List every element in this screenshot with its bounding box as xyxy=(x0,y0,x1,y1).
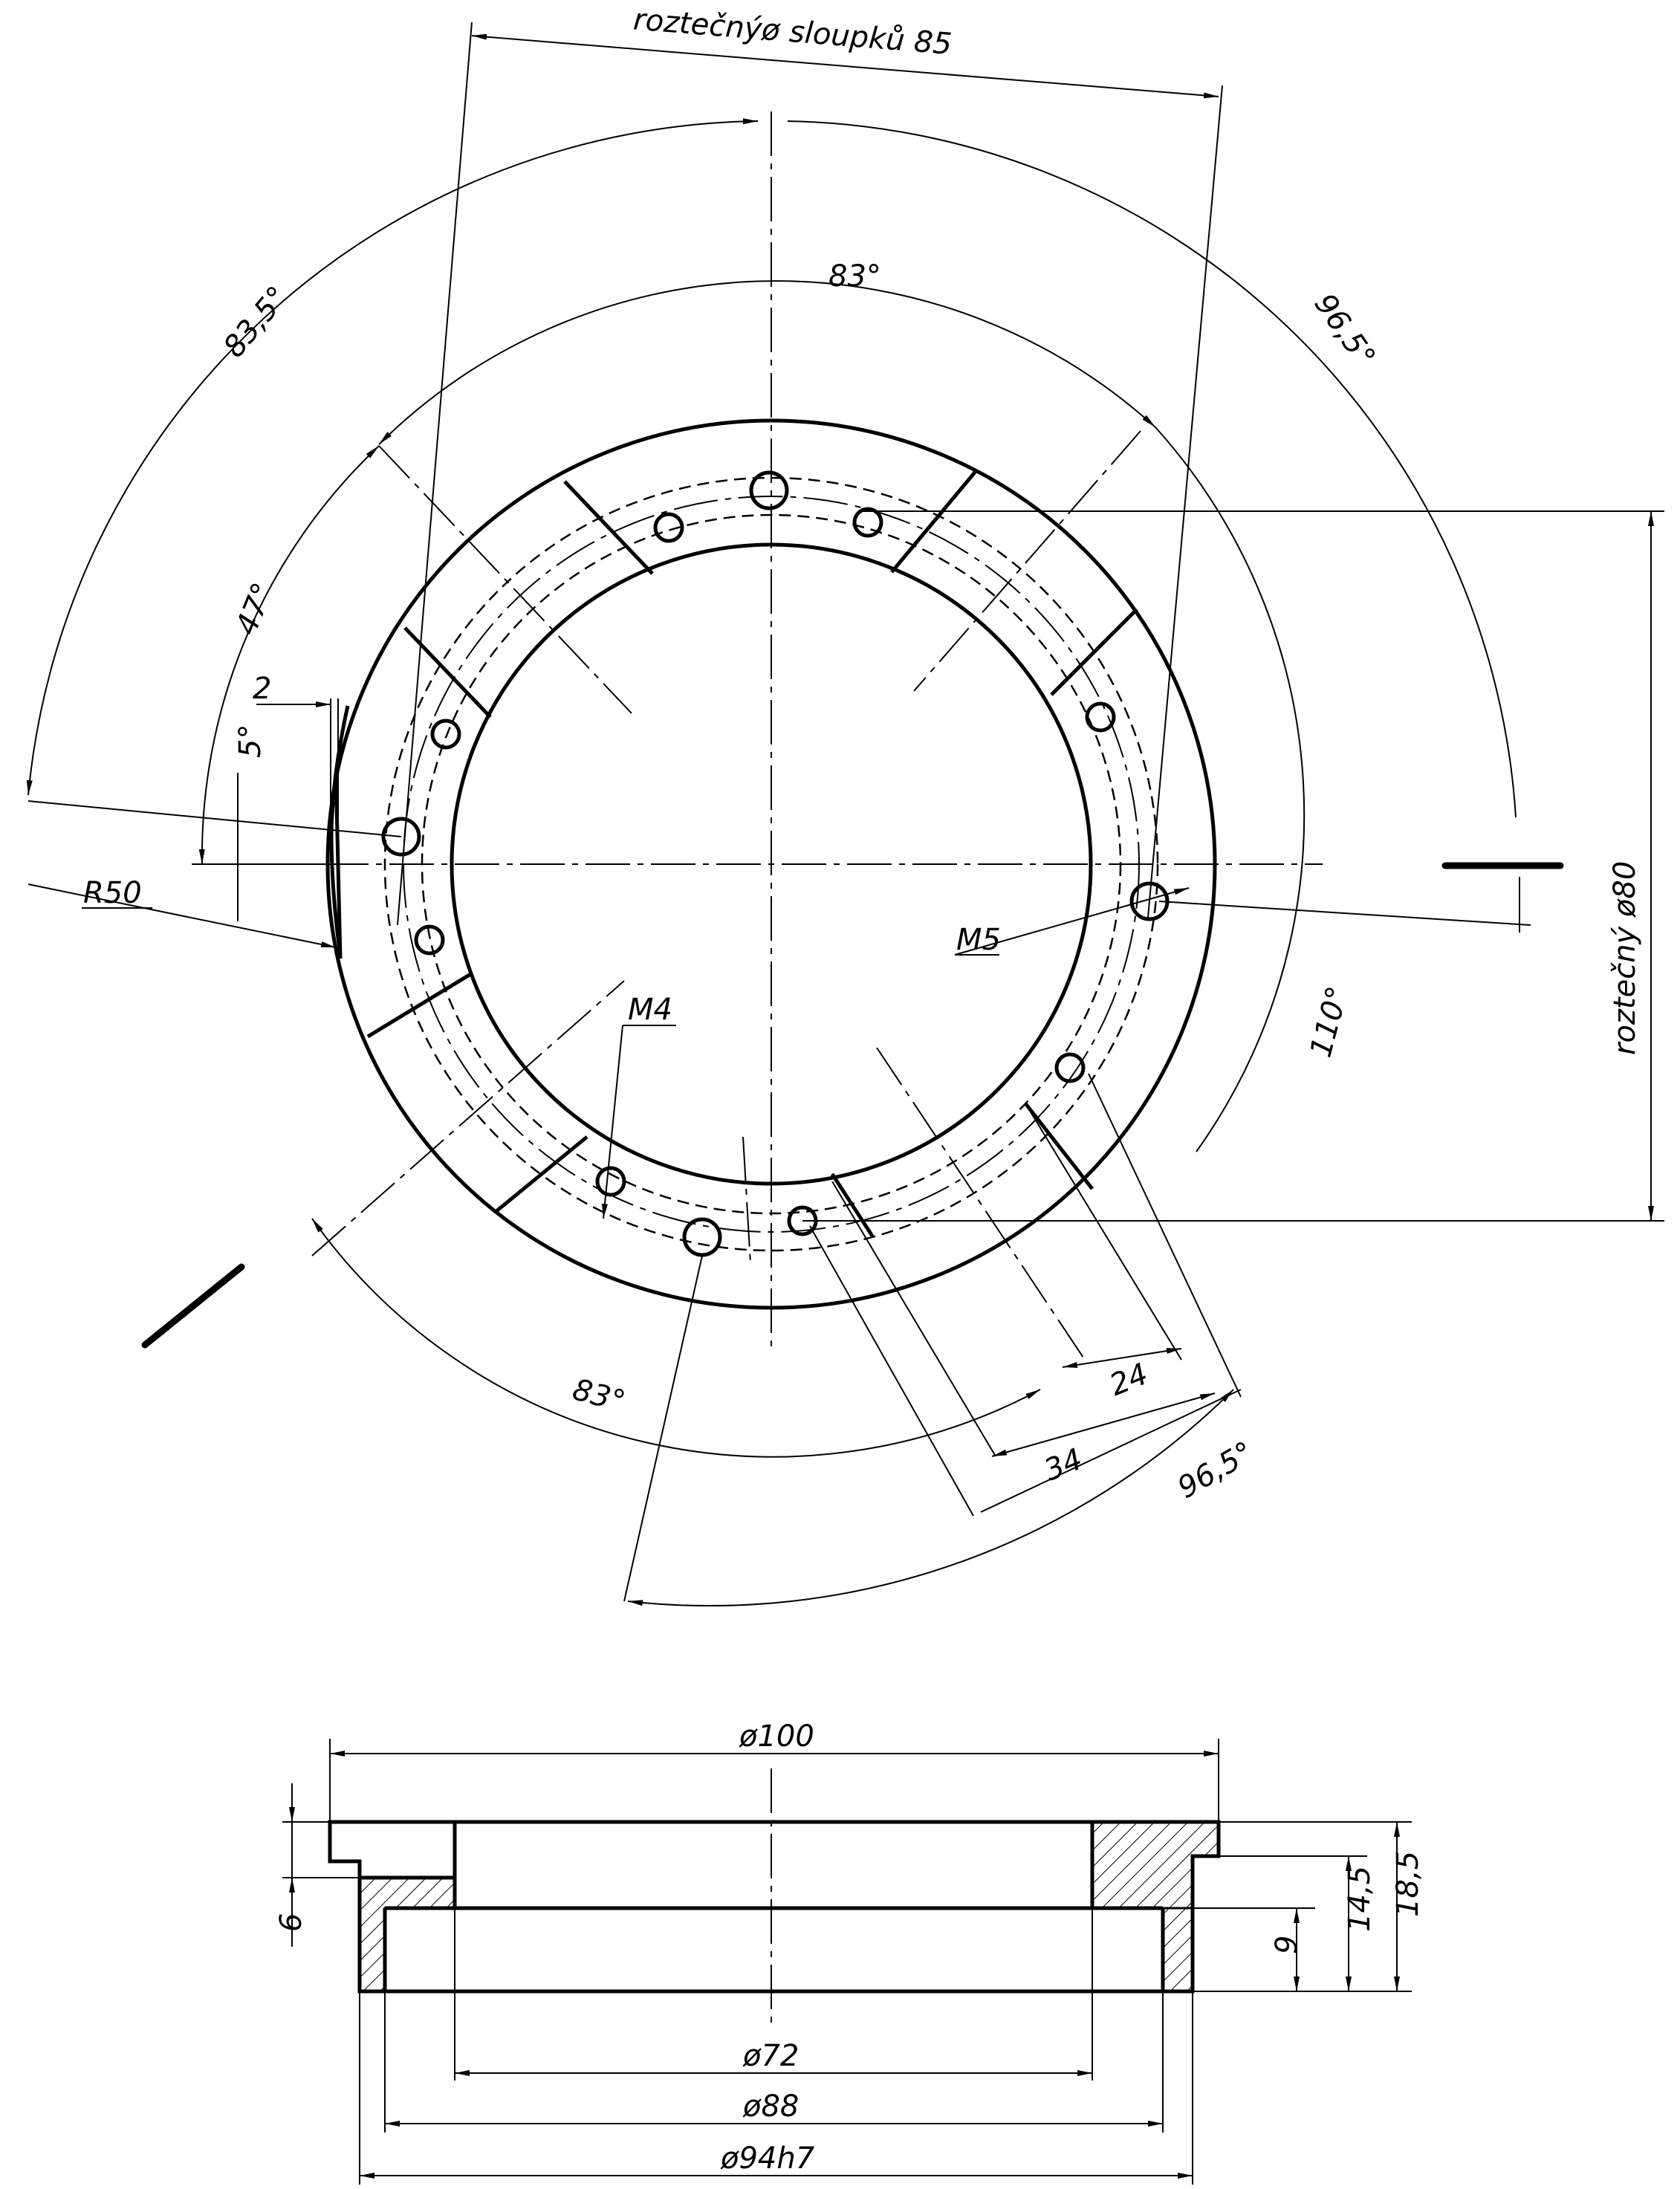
dim-line-34 xyxy=(991,1392,1216,1457)
label-dim-14-5: 14,5 xyxy=(1343,1866,1377,1932)
label-r50: R50 xyxy=(83,876,142,910)
label-angle-83-bottom: 83° xyxy=(569,1372,629,1419)
hole-m5 xyxy=(682,1217,722,1257)
hole-m4 xyxy=(430,719,461,750)
hole-m5 xyxy=(749,470,789,510)
hidden-circle-outer xyxy=(383,476,1159,1252)
leader-m5 xyxy=(954,887,1190,956)
label-angle-83-top: 83° xyxy=(828,259,881,294)
arc-110 xyxy=(1155,427,1306,1152)
section-mark-left xyxy=(141,1263,245,1349)
hole-m4 xyxy=(852,507,883,538)
label-dim-2: 2 xyxy=(253,672,271,706)
label-dim-24: 24 xyxy=(1105,1357,1152,1403)
label-angle-47: 47° xyxy=(230,578,281,640)
arc-83-bottom xyxy=(311,1218,1041,1458)
label-pitch-diameter-80: roztečný ø80 xyxy=(1608,861,1642,1055)
dim-line-24 xyxy=(1062,1348,1182,1368)
hole-m4 xyxy=(414,924,445,956)
arc-96-5-top xyxy=(787,120,1517,818)
label-m4: M4 xyxy=(628,993,672,1027)
plan-view: roztečnýø sloupků 85 83° 83,5° 96,5° 47°… xyxy=(26,2,1664,1607)
arc-47 xyxy=(198,445,380,865)
hatch-left xyxy=(358,1876,456,1993)
arc-96-5-bottom xyxy=(627,1389,1234,1607)
hole-m4 xyxy=(1054,1052,1086,1083)
hatch-right-lower xyxy=(1161,1907,1194,1993)
label-dim-6: 6 xyxy=(274,1913,308,1932)
inner-bore xyxy=(450,542,1093,1186)
label-m5: M5 xyxy=(956,923,1001,957)
label-angle-96-5-top: 96,5° xyxy=(1308,288,1382,374)
label-dim-18-5: 18,5 xyxy=(1391,1851,1425,1917)
label-dia-72: ø72 xyxy=(742,2039,799,2073)
label-dim-9: 9 xyxy=(1270,1936,1304,1954)
section-outline xyxy=(328,1820,1221,1994)
label-angle-5: 5° xyxy=(233,724,267,758)
hatch-right-upper xyxy=(1091,1820,1220,1910)
leader-r50 xyxy=(27,883,337,948)
leader-m4 xyxy=(602,1025,623,1219)
arc-83-5 xyxy=(26,118,759,796)
label-dia-100: ø100 xyxy=(739,1719,814,1754)
hole-m4 xyxy=(595,1166,626,1197)
label-dia-88: ø88 xyxy=(742,2089,799,2124)
label-dia-94h7: ø94h7 xyxy=(720,2141,815,2176)
arc-83-top xyxy=(378,280,1156,445)
hidden-circle-inner xyxy=(421,513,1122,1215)
hole-m5 xyxy=(381,817,421,857)
hole-m4 xyxy=(1085,701,1116,733)
dim-line-posts xyxy=(471,33,1219,99)
section-view: ø100 ø72 ø88 ø94h7 6 9 14,5 18,5 xyxy=(274,1719,1425,2185)
label-angle-96-5-bottom: 96,5° xyxy=(1172,1436,1259,1505)
label-angle-83-5: 83,5° xyxy=(217,280,295,364)
label-angle-110: 110° xyxy=(1304,983,1355,1061)
